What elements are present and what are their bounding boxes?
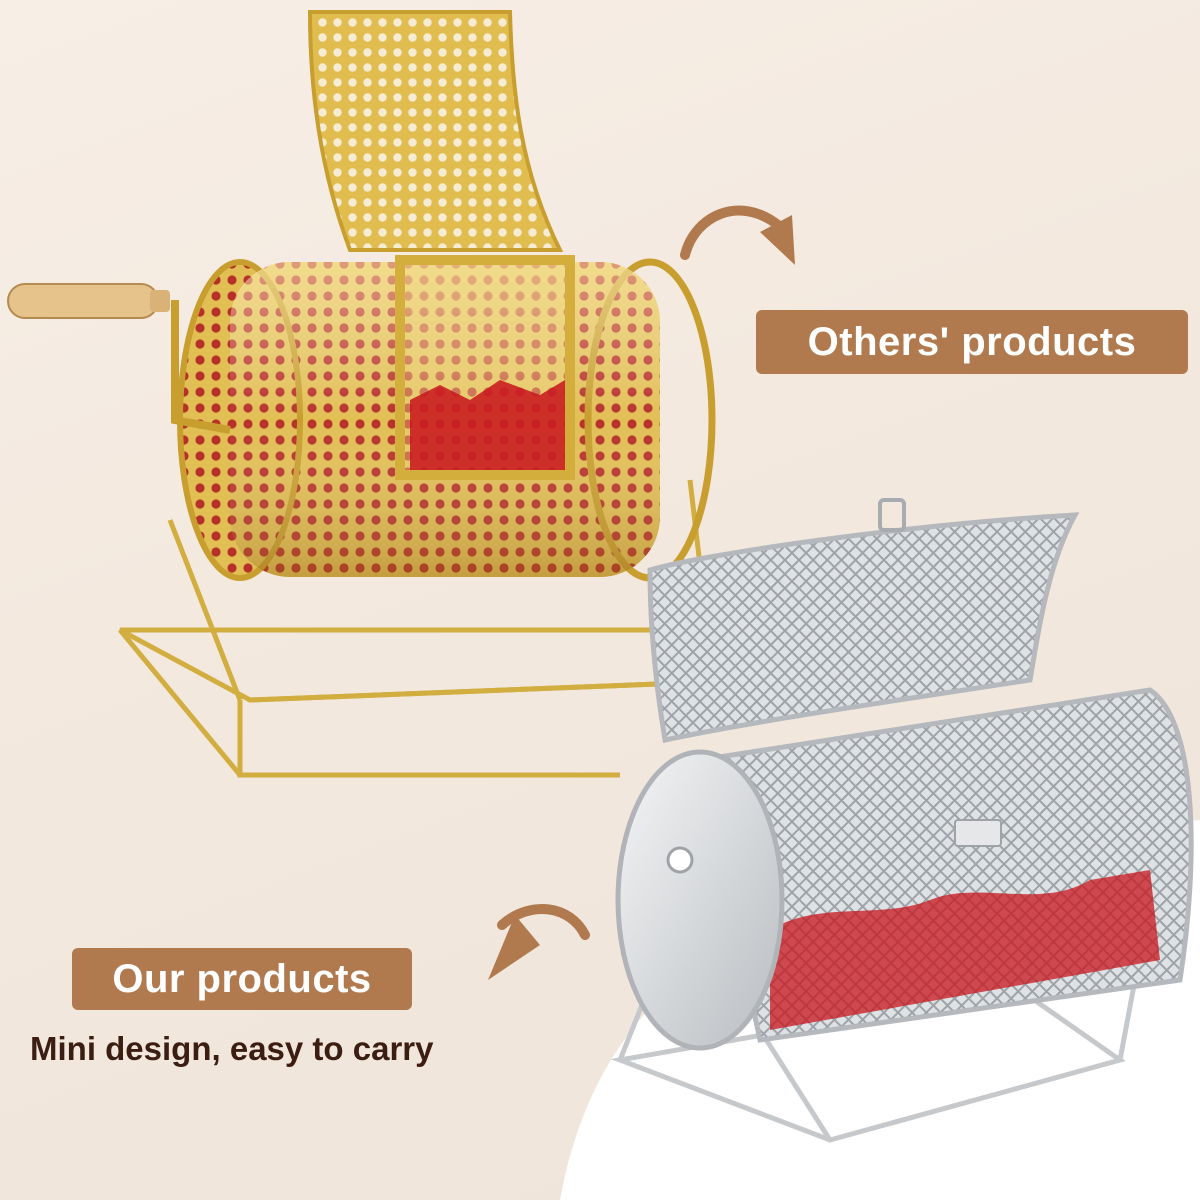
gold-lid [307, 10, 564, 252]
our-products-label: Our products [72, 948, 412, 1010]
silver-drum-body [615, 687, 1194, 1051]
curved-arrow-icon [488, 904, 590, 980]
curved-arrow-icon [680, 205, 795, 265]
silver-lid [647, 498, 1080, 743]
wooden-handle [7, 283, 170, 319]
gold-drum-body [171, 255, 716, 582]
tagline-text: Mini design, easy to carry [30, 1030, 434, 1067]
others-products-label: Others' products [756, 310, 1188, 374]
